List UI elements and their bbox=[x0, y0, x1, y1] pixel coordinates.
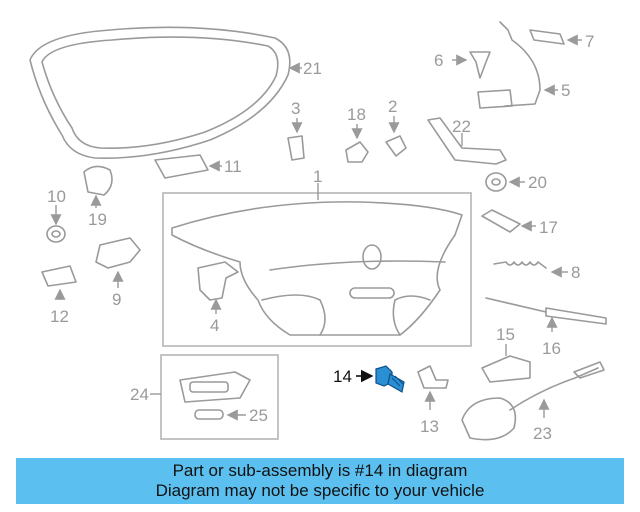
banner-line-2: Diagram may not be specific to your vehi… bbox=[155, 481, 485, 500]
callout-14: 14 bbox=[333, 367, 352, 386]
callout-25: 25 bbox=[249, 406, 268, 425]
callout-20: 20 bbox=[528, 173, 547, 192]
parts-diagram: 21 1 4 24 25 11 19 bbox=[29, 21, 607, 443]
torsion-bar bbox=[477, 21, 558, 109]
callout-4: 4 bbox=[210, 316, 219, 335]
callout-18: 18 bbox=[347, 105, 366, 124]
stopper-2 bbox=[385, 116, 407, 157]
pad-17 bbox=[481, 209, 536, 233]
callout-22: 22 bbox=[452, 117, 471, 136]
weatherstrip-seal bbox=[29, 26, 302, 159]
callout-3: 3 bbox=[291, 99, 300, 118]
callout-19: 19 bbox=[88, 210, 107, 229]
bumper-18 bbox=[345, 124, 369, 163]
lift-support bbox=[485, 297, 607, 332]
callout-1: 1 bbox=[313, 167, 322, 186]
banner-line-1: Part or sub-assembly is #14 in diagram bbox=[172, 461, 468, 480]
callout-12: 12 bbox=[50, 307, 69, 326]
callout-10: 10 bbox=[47, 187, 66, 206]
callout-15: 15 bbox=[496, 325, 515, 344]
hinge-bracket bbox=[95, 237, 141, 288]
garnish-plate bbox=[154, 154, 222, 179]
grommet-20 bbox=[485, 172, 525, 192]
clip-12 bbox=[41, 265, 77, 300]
callout-6: 6 bbox=[434, 51, 443, 70]
callout-24: 24 bbox=[130, 385, 149, 404]
info-banner: Part or sub-assembly is #14 in diagram D… bbox=[16, 458, 624, 504]
callout-2: 2 bbox=[388, 97, 397, 116]
trunk-bracket bbox=[197, 261, 239, 314]
cover-19 bbox=[83, 165, 113, 208]
bulb bbox=[194, 409, 246, 421]
callout-11: 11 bbox=[224, 157, 242, 176]
callout-17: 17 bbox=[539, 218, 558, 237]
grommet-10 bbox=[46, 205, 66, 243]
clip-3 bbox=[287, 118, 305, 161]
callout-16: 16 bbox=[542, 339, 561, 358]
clip-6 bbox=[452, 51, 491, 79]
latch-cover bbox=[481, 344, 531, 383]
screw-7 bbox=[529, 29, 582, 46]
trunk-lid bbox=[162, 183, 472, 347]
license-lamp-box bbox=[150, 354, 279, 440]
hinge-22 bbox=[427, 117, 507, 165]
bolt-14-highlighted bbox=[356, 365, 405, 393]
callout-5: 5 bbox=[561, 81, 570, 100]
callout-13: 13 bbox=[420, 417, 439, 436]
callout-8: 8 bbox=[571, 263, 580, 282]
spring-8 bbox=[493, 261, 568, 278]
callout-23: 23 bbox=[533, 424, 552, 443]
callout-9: 9 bbox=[112, 290, 121, 309]
latch-assembly bbox=[461, 361, 605, 441]
striker bbox=[417, 365, 449, 410]
callout-7: 7 bbox=[585, 32, 594, 51]
callout-21: 21 bbox=[303, 59, 322, 78]
